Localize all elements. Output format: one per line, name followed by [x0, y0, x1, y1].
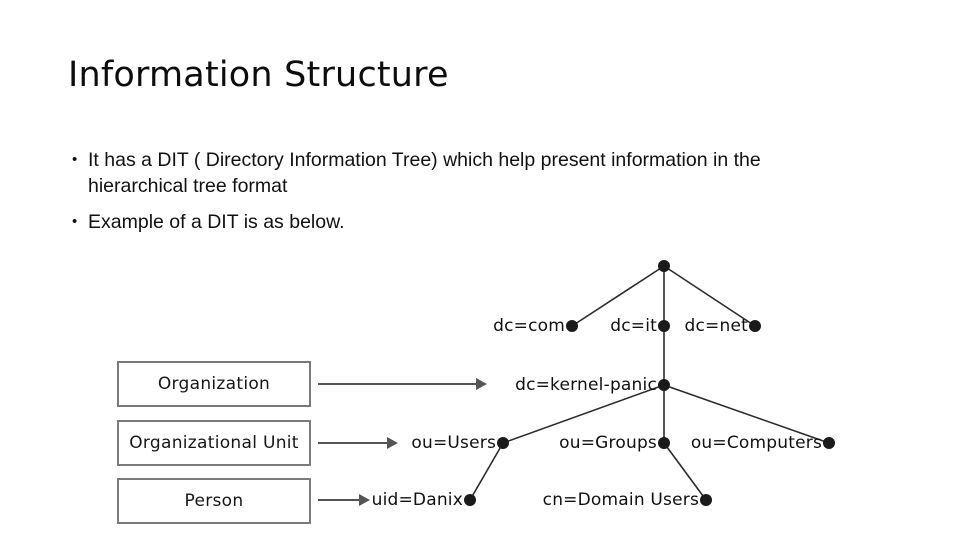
tree-node-label-dc-com: dc=com	[493, 316, 565, 336]
tree-node-label-ou-users: ou=Users	[411, 433, 496, 453]
tree-node-label-dc-it: dc=it	[610, 316, 657, 336]
legend-arrow-head-0	[476, 378, 487, 390]
tree-node-label-dc-net: dc=net	[684, 316, 748, 336]
tree-node-label-dc-kernel-panic: dc=kernel-panic	[515, 375, 657, 395]
tree-node-root[interactable]	[658, 260, 670, 272]
bullet-marker-icon: •	[72, 213, 78, 230]
tree-node-label-uid-danix: uid=Danix	[371, 490, 463, 510]
tree-node-label-ou-computers: ou=Computers	[690, 433, 822, 453]
tree-node-dc-com[interactable]	[566, 320, 578, 332]
tree-node-cn-domain-users[interactable]	[700, 494, 712, 506]
tree-edge	[571, 265, 665, 327]
tree-edge	[663, 265, 756, 327]
tree-node-label-cn-domain-users: cn=Domain Users	[542, 490, 699, 510]
tree-node-dc-kernel-panic[interactable]	[658, 379, 670, 391]
legend-box-organization[interactable]: Organization	[117, 361, 311, 407]
bullet-text: It has a DIT ( Directory Information Tre…	[88, 149, 761, 197]
tree-edge	[663, 384, 830, 444]
tree-node-dc-it[interactable]	[658, 320, 670, 332]
legend-arrow-head-2	[359, 494, 370, 506]
legend-box-person[interactable]: Person	[117, 478, 311, 524]
bullet-text: Example of a DIT is as below.	[88, 211, 345, 233]
legend-box-organizational-unit[interactable]: Organizational Unit	[117, 420, 311, 466]
diagram-canvas	[318, 260, 835, 506]
tree-node-ou-users[interactable]	[497, 437, 509, 449]
legend-arrow-head-1	[387, 437, 398, 449]
list-item: • It has a DIT ( Directory Information T…	[72, 147, 812, 199]
tree-node-uid-danix[interactable]	[464, 494, 476, 506]
page-title: Information Structure	[68, 55, 449, 95]
tree-edge	[469, 442, 504, 501]
tree-node-label-ou-groups: ou=Groups	[559, 433, 657, 453]
tree-node-ou-computers[interactable]	[823, 437, 835, 449]
list-item: • Example of a DIT is as below.	[72, 209, 812, 235]
tree-node-ou-groups[interactable]	[658, 437, 670, 449]
bullet-marker-icon: •	[72, 151, 78, 168]
tree-edge	[663, 442, 707, 501]
tree-node-dc-net[interactable]	[749, 320, 761, 332]
dit-tree-diagram: Organization Organizational Unit Person …	[0, 248, 960, 540]
tree-edge	[502, 384, 665, 444]
bullet-list: • It has a DIT ( Directory Information T…	[72, 147, 812, 245]
